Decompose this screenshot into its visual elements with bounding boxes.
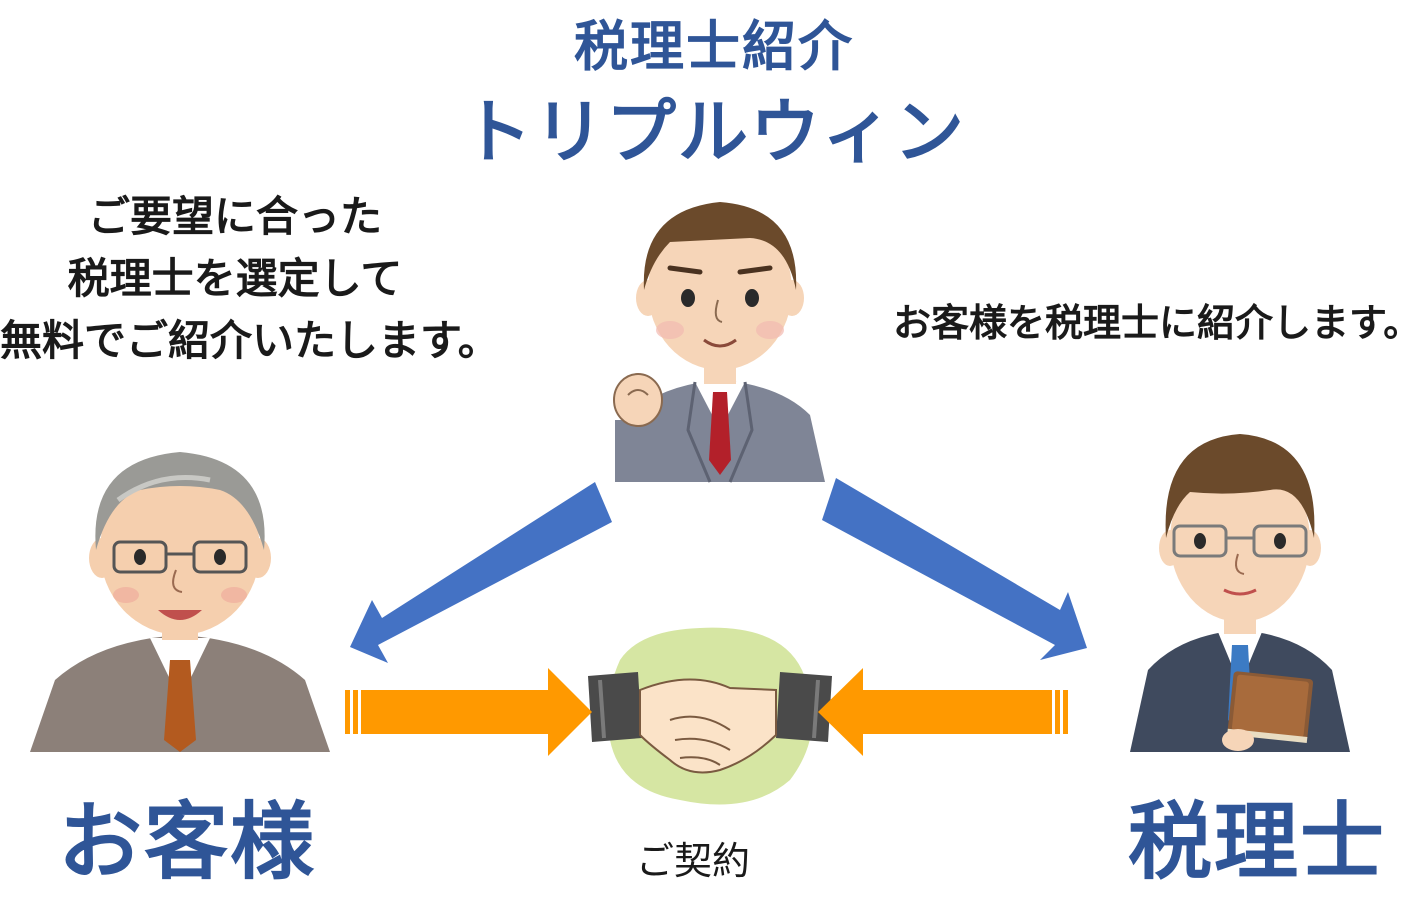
description-line: ご要望に合った bbox=[87, 192, 382, 241]
diagram-title: 税理士紹介 bbox=[574, 15, 854, 78]
contract-label: ご契約 bbox=[636, 839, 751, 883]
intermediary-to-customer-description: ご要望に合った 税理士を選定して 無料でご紹介いたします。 bbox=[0, 186, 500, 372]
customer-elderly-man-icon bbox=[30, 452, 330, 752]
tax-accountant-label: 税理士 bbox=[1128, 793, 1387, 891]
customer-label: お客様 bbox=[58, 793, 317, 891]
intermediary-man-icon bbox=[613, 202, 825, 483]
diagram-subtitle: トリプルウィン bbox=[462, 91, 966, 173]
description-line: 税理士を選定して bbox=[67, 254, 403, 303]
handshake-icon bbox=[588, 627, 832, 805]
intermediary-to-tax-accountant-description: お客様を税理士に紹介します。 bbox=[893, 301, 1422, 345]
tax-accountant-man-icon bbox=[1130, 434, 1350, 752]
description-line: 無料でご紹介いたします。 bbox=[0, 316, 500, 365]
